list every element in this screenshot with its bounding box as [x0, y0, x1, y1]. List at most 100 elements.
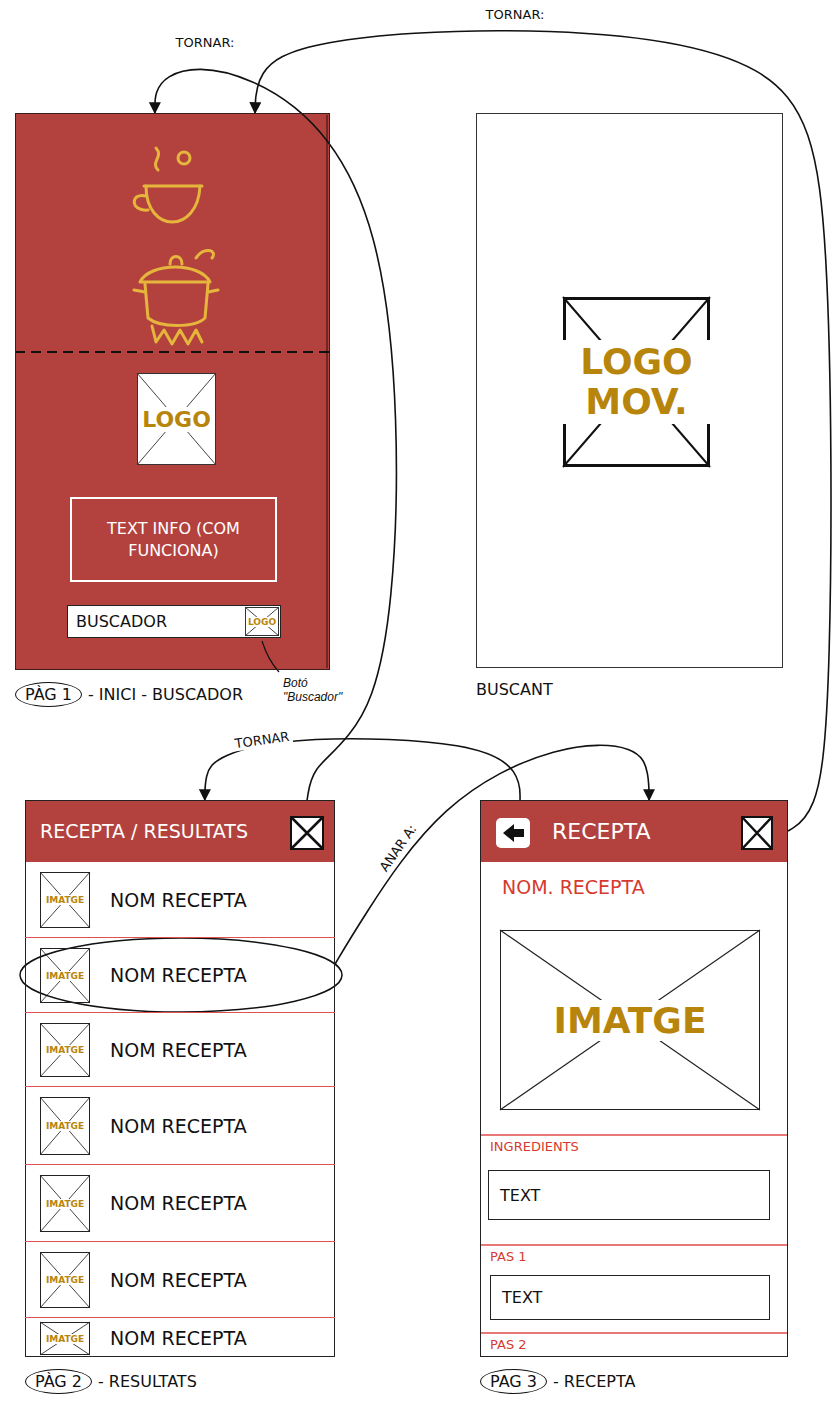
selection-ellipse — [20, 938, 342, 1012]
box-text: NOM RECEPTA — [110, 1269, 247, 1291]
box-text: LOGO — [248, 617, 276, 627]
cup-rim — [144, 185, 202, 188]
box-text: LOGO MOV. — [563, 340, 710, 423]
page-subtitle: - INICI - BUSCADOR — [88, 685, 243, 704]
box-text: NOM RECEPTA — [110, 1115, 247, 1137]
thumbnail-placeholder: IMATGE — [40, 948, 90, 1003]
field-heading: NOM. RECEPTA — [502, 876, 645, 898]
box-text: TEXT INFO (COM FUNCIONA) — [84, 518, 263, 561]
section-divider — [480, 1244, 788, 1246]
box-text: IMATGE — [45, 895, 85, 905]
placeholder-cross — [40, 948, 90, 1003]
screen-page: BUSCANTLOGO MOV. — [476, 113, 783, 668]
page-caption: PÀG 2 - RESULTATS — [25, 1369, 197, 1394]
box-text: IMATGE — [45, 1275, 85, 1285]
box-text: NOM RECEPTA — [110, 889, 247, 911]
info-text-box: TEXT INFO (COM FUNCIONA) — [70, 497, 277, 582]
placeholder-cross — [137, 373, 216, 465]
screen-background — [15, 113, 330, 670]
page-caption: PÀG 1 - INICI - BUSCADOR — [15, 682, 243, 707]
section-heading: PAS 1 — [490, 1249, 527, 1264]
placeholder-cross — [40, 1175, 90, 1232]
page-caption: BUSCANT — [476, 680, 553, 699]
recipe-row: NOM RECEPTAIMATGE — [25, 1087, 335, 1165]
box-text: IMATGE — [550, 1000, 711, 1041]
pot-handles — [134, 290, 218, 292]
thumbnail-placeholder: IMATGE — [40, 1322, 90, 1355]
close-button — [742, 817, 772, 849]
recipe-row: NOM RECEPTA IMATGE — [25, 1242, 335, 1318]
box-text: RECEPTA / RESULTATS — [40, 820, 248, 842]
section-divider — [480, 1332, 788, 1334]
placeholder-cross — [40, 872, 90, 928]
recipe-row: NOM RECEPTA IMATGE — [25, 1165, 335, 1242]
text-field: TEXT — [488, 1170, 770, 1220]
screen-page: PÀG 1- INICI - BUSCADORLOGOTEXT INFO (CO… — [15, 113, 330, 670]
box-text: NOM RECEPTA — [110, 1327, 247, 1349]
placeholder-cross — [245, 607, 279, 636]
placeholder-cross — [40, 1252, 90, 1308]
screen-page: PÀG 2- RESULTATSRECEPTA / RESULTATSNOM R… — [25, 800, 335, 1357]
header-fill — [480, 800, 788, 862]
text-field: TEXT — [490, 1275, 770, 1320]
search-button: LOGO — [245, 607, 279, 636]
placeholder-cross — [563, 297, 710, 467]
thumbnail-placeholder: IMATGE — [40, 1023, 90, 1077]
header-bar: RECEPTA — [480, 800, 788, 862]
logo-placeholder: LOGO — [137, 373, 216, 465]
page-title: BUSCANT — [476, 680, 553, 699]
annotation: Botó "Buscador" — [283, 676, 367, 704]
section-heading: INGREDIENTS — [490, 1139, 579, 1154]
page-subtitle: - RECEPTA — [553, 1372, 636, 1391]
header-fill — [25, 800, 335, 862]
page-title: PAG 3 — [480, 1369, 547, 1394]
close-cross — [742, 817, 772, 849]
close-button — [291, 817, 323, 849]
flames — [152, 326, 202, 344]
thumbnail-placeholder: IMATGE — [40, 872, 90, 928]
box-text: LOGO — [140, 407, 213, 432]
box-text: NOM RECEPTA — [110, 1192, 247, 1214]
box-text: TEXT — [502, 1288, 542, 1307]
page-caption: PAG 3 - RECEPTA — [480, 1369, 635, 1394]
box-text: BUSCADOR — [76, 612, 167, 631]
navigation-arrow — [255, 31, 831, 831]
page-title: PÀG 2 — [25, 1369, 92, 1394]
placeholder-cross — [40, 1322, 90, 1355]
recipe-row: NOM RECEPTA IMATGE — [25, 1013, 335, 1087]
box-text: IMATGE — [45, 971, 85, 981]
steam — [178, 152, 190, 164]
pot-illustration — [134, 148, 218, 344]
cup-handle — [134, 195, 148, 210]
placeholder-cross — [40, 1023, 90, 1077]
box-text: IMATGE — [45, 1199, 85, 1209]
logo-fill — [137, 373, 216, 465]
box-text: RECEPTA — [552, 819, 651, 844]
recipe-row: NOM RECEPTA IMATGE — [25, 938, 335, 1013]
screen-edge — [326, 115, 328, 668]
placeholder-cross — [500, 930, 760, 1110]
pot-lid — [140, 267, 210, 282]
edge-label: TORNAR: — [483, 7, 548, 22]
edge-label: TORNAR: — [173, 35, 238, 50]
page-title: PÀG 1 — [15, 682, 82, 707]
placeholder-cross — [40, 1097, 90, 1155]
edge-label: ANAR A: — [375, 819, 422, 877]
edge-label: TORNAR — [231, 728, 293, 751]
thumbnail-placeholder: IMATGE — [40, 1175, 90, 1232]
header-bar: RECEPTA / RESULTATS — [25, 800, 335, 862]
section-divider — [480, 1134, 788, 1136]
back-button — [496, 818, 530, 848]
section-heading: PAS 2 — [490, 1337, 527, 1352]
recipe-row: NOM RECEPTA IMATGE — [25, 862, 335, 938]
image-placeholder: IMATGE — [500, 930, 760, 1110]
lid-knob — [170, 257, 182, 265]
leader-line — [262, 641, 279, 672]
pot-body — [145, 284, 208, 326]
box-text: NOM RECEPTA — [110, 1039, 247, 1061]
page-subtitle: - RESULTATS — [98, 1372, 197, 1391]
box-text: NOM RECEPTA — [110, 964, 247, 986]
search-bar: BUSCADOR LOGO — [67, 605, 281, 638]
thumbnail-placeholder: IMATGE — [40, 1252, 90, 1308]
